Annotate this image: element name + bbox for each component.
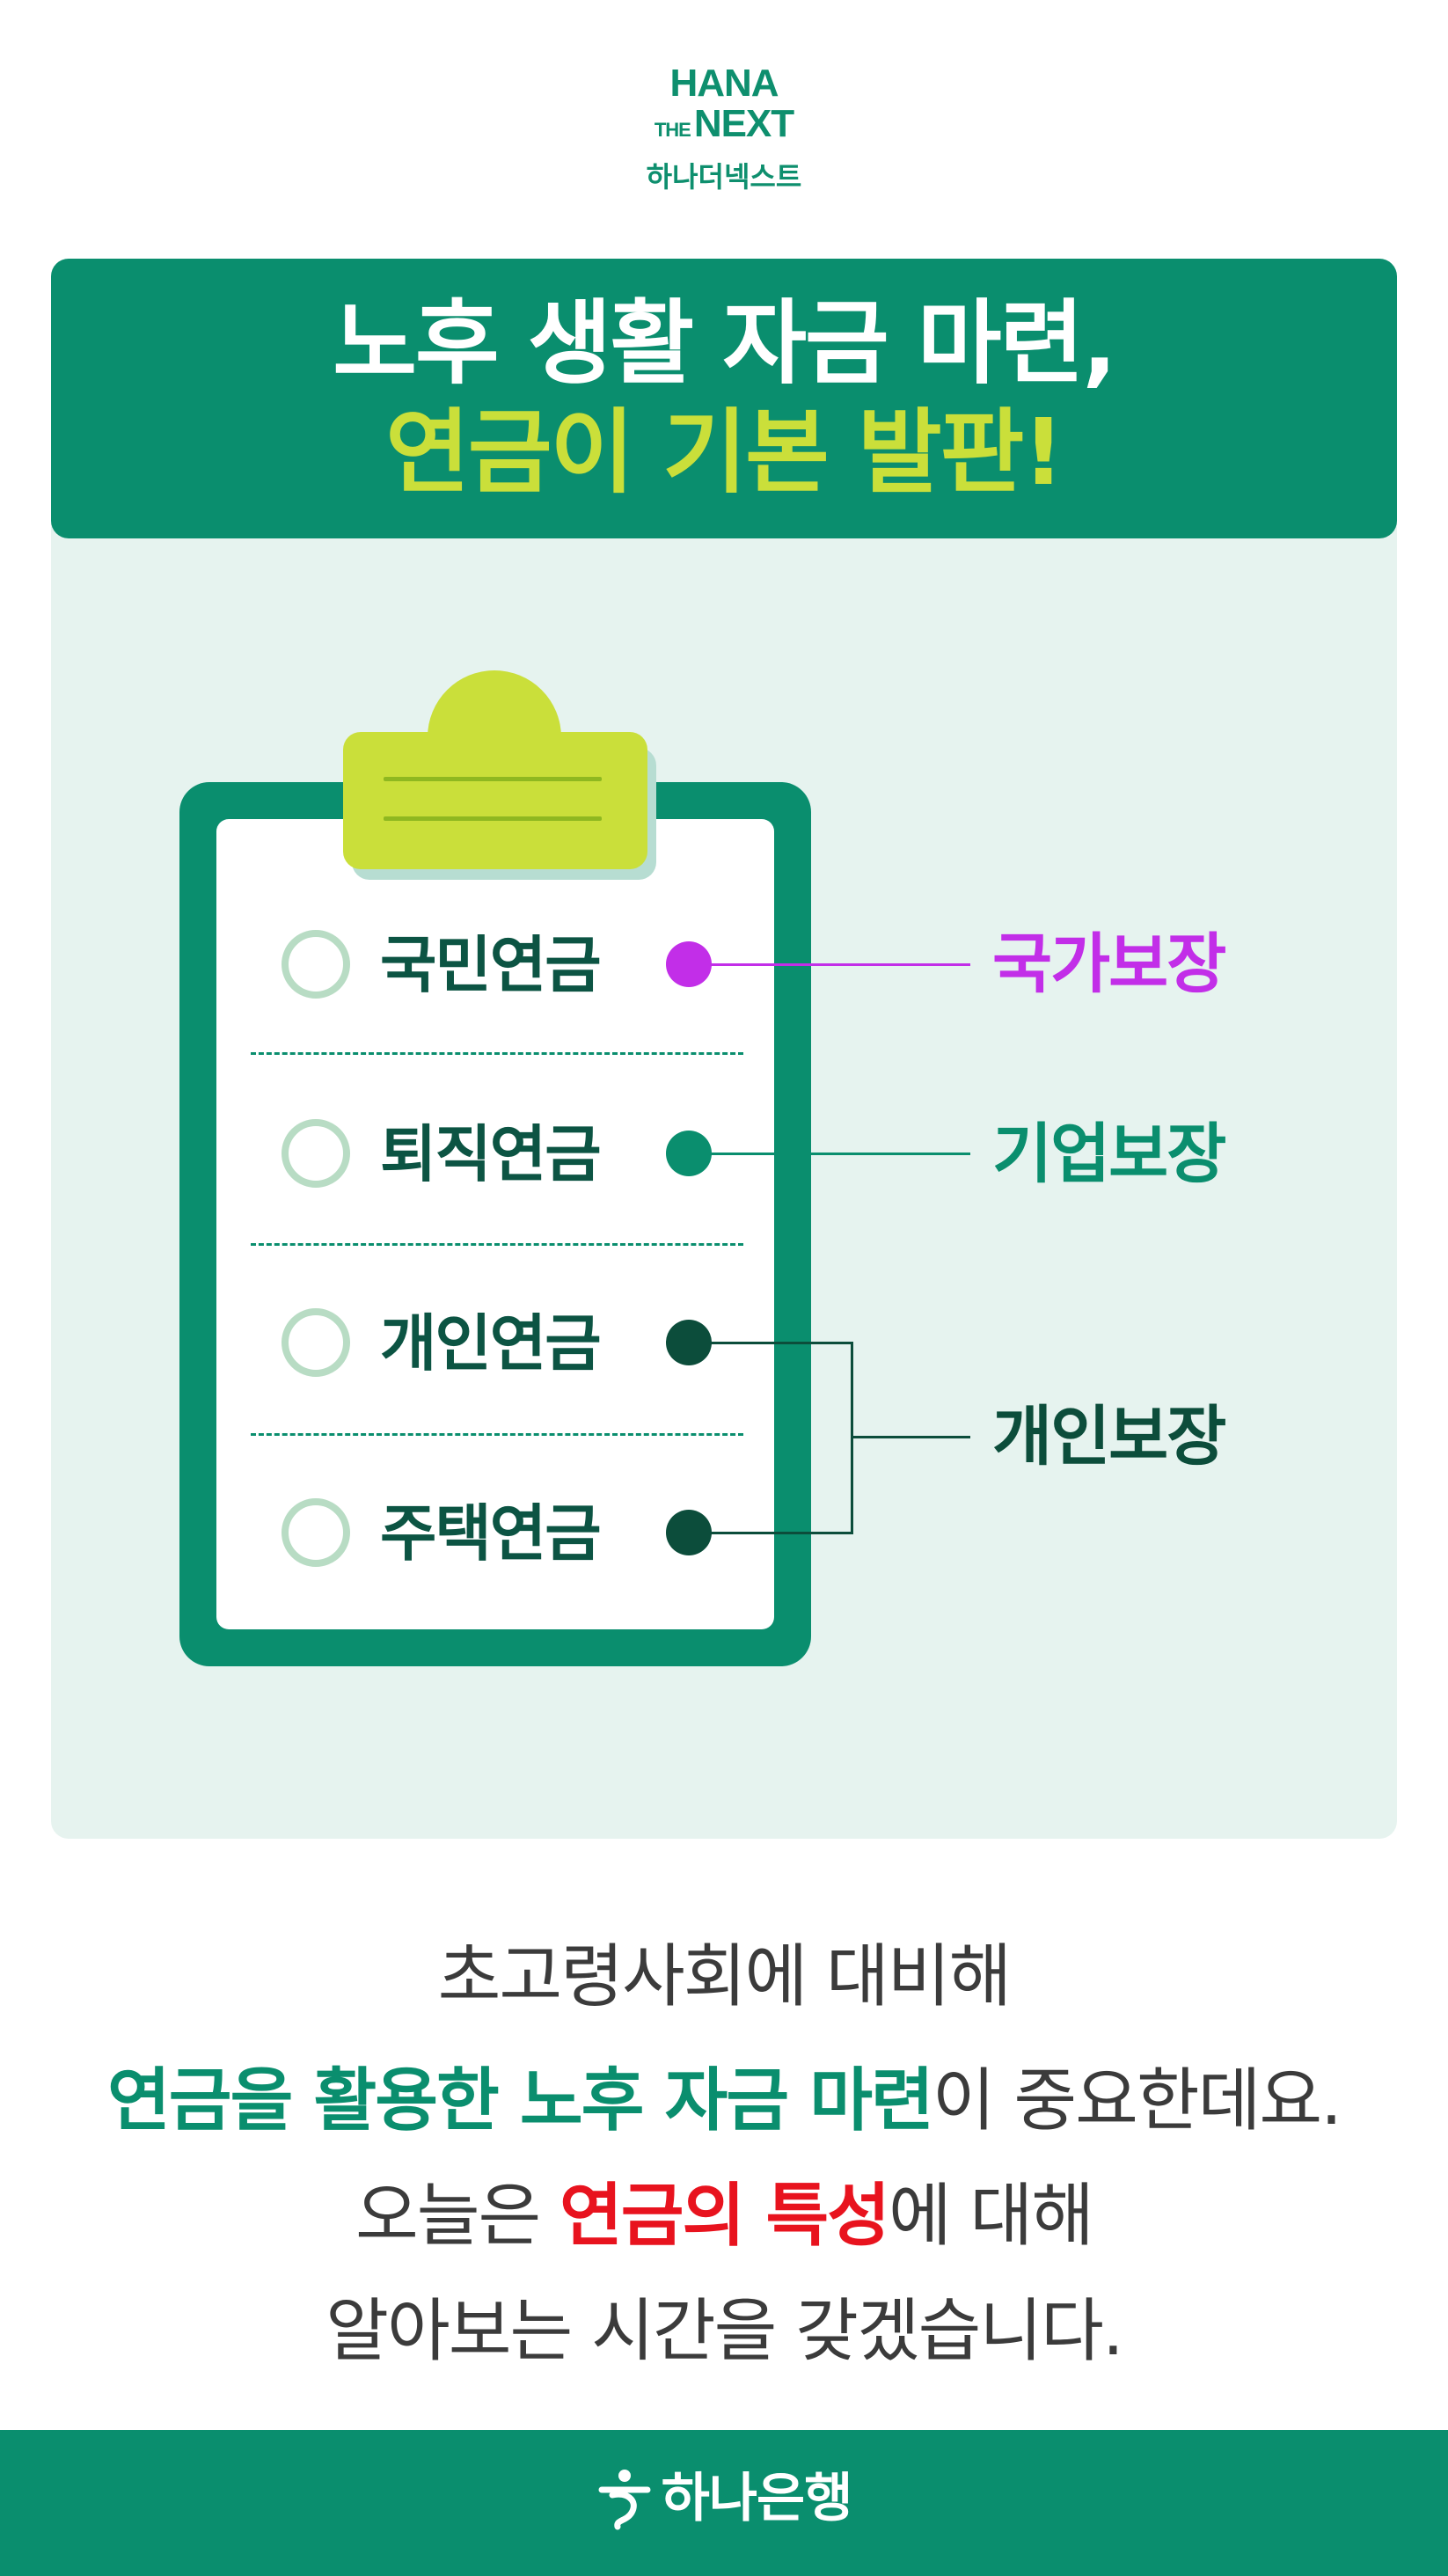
clipboard-clip	[343, 732, 647, 869]
body-line-3: 오늘은 연금의 특성에 대해	[0, 2177, 1448, 2256]
body-line-2: 연금을 활용한 노후 자금 마련이 중요한데요.	[0, 2061, 1448, 2141]
checkbox-circle-icon	[282, 930, 350, 999]
clip-line	[384, 777, 602, 781]
item-label: 개인연금	[380, 1307, 602, 1379]
footer-bar: 하나은행	[0, 2430, 1448, 2576]
footer-bank-name: 하나은행	[661, 2468, 853, 2529]
hana-the-next-logo: HANA THE NEXT 하나더넥스트	[0, 63, 1448, 195]
logo-hana-text: HANA	[669, 62, 779, 105]
category-personal: 개인보장	[992, 1399, 1226, 1475]
footer-brand: 하나은행	[0, 2467, 1448, 2530]
hana-bank-logo-icon	[598, 2470, 651, 2530]
logo-the-next: THE NEXT	[0, 104, 1448, 144]
body-text-span: 에 대해	[888, 2177, 1094, 2256]
logo-korean-text: 하나더넥스트	[646, 160, 802, 194]
item-label: 국민연금	[380, 929, 602, 1001]
highlight-red: 연금의 특성	[559, 2177, 890, 2256]
body-line-1: 초고령사회에 대비해	[437, 1937, 1013, 2016]
logo-next-text: NEXT	[693, 102, 794, 145]
title-banner: 노후 생활 자금 마련, 연금이 기본 발판!	[51, 259, 1397, 538]
category-corporate: 기업보장	[992, 1116, 1226, 1192]
connector-line	[689, 1153, 970, 1155]
category-national: 국가보장	[992, 926, 1226, 1002]
connector-line	[689, 963, 970, 966]
dashed-divider	[251, 1052, 743, 1055]
item-label: 퇴직연금	[380, 1118, 602, 1190]
checkbox-circle-icon	[282, 1498, 350, 1567]
connector-line	[689, 1342, 853, 1344]
logo-the-text: THE	[654, 119, 691, 141]
dashed-divider	[251, 1243, 743, 1246]
title-line-2: 연금이 기본 발판!	[385, 399, 1064, 506]
item-label: 주택연금	[380, 1497, 602, 1570]
highlight-green: 연금을 활용한 노후 자금 마련	[107, 2061, 934, 2141]
connector-line	[689, 1532, 853, 1534]
body-text-span: 오늘은	[355, 2177, 560, 2256]
body-text-span: 이 중요한데요.	[932, 2061, 1342, 2141]
connector-line	[851, 1436, 970, 1438]
clip-line	[384, 816, 602, 821]
body-line-4: 알아보는 시간을 갖겠습니다.	[325, 2292, 1124, 2371]
checkbox-circle-icon	[282, 1308, 350, 1377]
dashed-divider	[251, 1433, 743, 1436]
checkbox-circle-icon	[282, 1119, 350, 1188]
title-line-1: 노후 생활 자금 마련,	[333, 289, 1117, 397]
